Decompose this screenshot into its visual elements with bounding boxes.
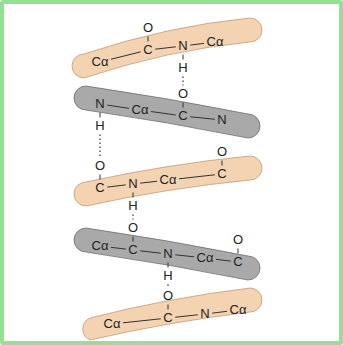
bond-line — [133, 193, 134, 198]
front-ribbon — [74, 156, 262, 206]
bond-line — [190, 117, 215, 120]
back-ribbon — [74, 86, 260, 138]
atom-label: H — [178, 61, 187, 75]
atom-label: C — [143, 43, 152, 57]
atom-label: O — [163, 289, 173, 303]
bond-line — [190, 43, 204, 45]
bond-line — [100, 113, 101, 118]
bond-line — [168, 263, 169, 268]
atom-label: N — [178, 39, 187, 53]
bond-line — [107, 185, 126, 187]
atom-label: C — [178, 109, 187, 123]
hydrogen-bond — [99, 135, 100, 158]
hydrogen-bond — [182, 77, 183, 86]
atom-label: O — [128, 221, 138, 235]
front-ribbon — [72, 18, 262, 78]
bond-line — [151, 112, 176, 115]
bond-line — [175, 255, 194, 257]
bond-line — [216, 259, 231, 261]
bond-line — [100, 175, 101, 180]
bond-line — [107, 105, 129, 108]
bond-line — [111, 247, 126, 249]
atom-label: C — [95, 181, 104, 195]
atom-label: N — [128, 177, 137, 191]
bond-line — [179, 175, 215, 179]
atom-label: O — [178, 87, 188, 101]
bond-line — [212, 311, 227, 313]
atom-label: N — [163, 247, 172, 261]
atom-label: C — [233, 255, 242, 269]
atom-label: N — [200, 307, 209, 321]
front-ribbon — [83, 288, 262, 340]
bond-line — [123, 319, 161, 323]
atom-label: Cα — [92, 55, 109, 69]
atom-label: Cα — [104, 317, 121, 331]
atom-label: C — [217, 167, 226, 181]
bond-line — [168, 305, 169, 310]
hydrogen-bond — [132, 215, 133, 220]
atom-label: H — [95, 119, 104, 133]
atom-label: H — [128, 199, 137, 213]
bond-line — [140, 181, 157, 183]
atom-label: Cα — [207, 35, 224, 49]
atom-label: O — [95, 159, 105, 173]
bond-line — [238, 249, 239, 254]
atom-label: C — [163, 311, 172, 325]
bond-line — [183, 103, 184, 108]
atom-label: C — [128, 243, 137, 257]
atom-label: O — [233, 233, 243, 247]
atom-label: H — [163, 269, 172, 283]
bond-line — [133, 237, 134, 242]
atom-label: Cα — [92, 239, 109, 253]
atom-label: Cα — [160, 173, 177, 187]
atom-label: N — [217, 113, 226, 127]
bond-line — [175, 315, 198, 317]
bond-line — [183, 55, 184, 60]
atom-label: O — [217, 145, 227, 159]
bond-line — [155, 47, 176, 49]
atom-label: Cα — [197, 251, 214, 265]
bond-line — [222, 161, 223, 166]
bond-line — [140, 251, 161, 253]
atom-label: Cα — [230, 303, 247, 317]
bond-line — [111, 52, 141, 59]
hydrogen-bond — [167, 285, 168, 288]
bond-line — [148, 37, 149, 42]
atom-label: Cα — [132, 103, 149, 117]
atom-label: N — [95, 97, 104, 111]
atom-label: O — [143, 21, 153, 35]
